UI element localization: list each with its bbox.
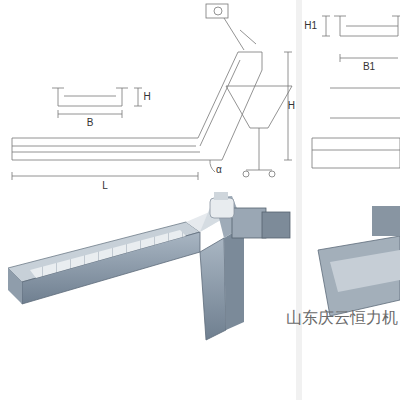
panel-divider	[296, 0, 302, 400]
side-view	[12, 4, 292, 180]
dimension-label: B	[87, 118, 94, 128]
machine-photo	[318, 206, 400, 316]
dimension-label: B1	[363, 62, 375, 72]
dimension-label: H	[288, 101, 295, 111]
watermark: 山东庆云恒力机	[286, 310, 398, 326]
conveyor-photo	[8, 192, 290, 340]
section-view	[52, 88, 142, 118]
right-section-view	[312, 16, 400, 168]
dimension-label: H	[143, 92, 150, 102]
dimension-label: L	[102, 181, 108, 191]
dimension-label: H1	[304, 21, 317, 31]
angle-label: α	[216, 165, 222, 175]
